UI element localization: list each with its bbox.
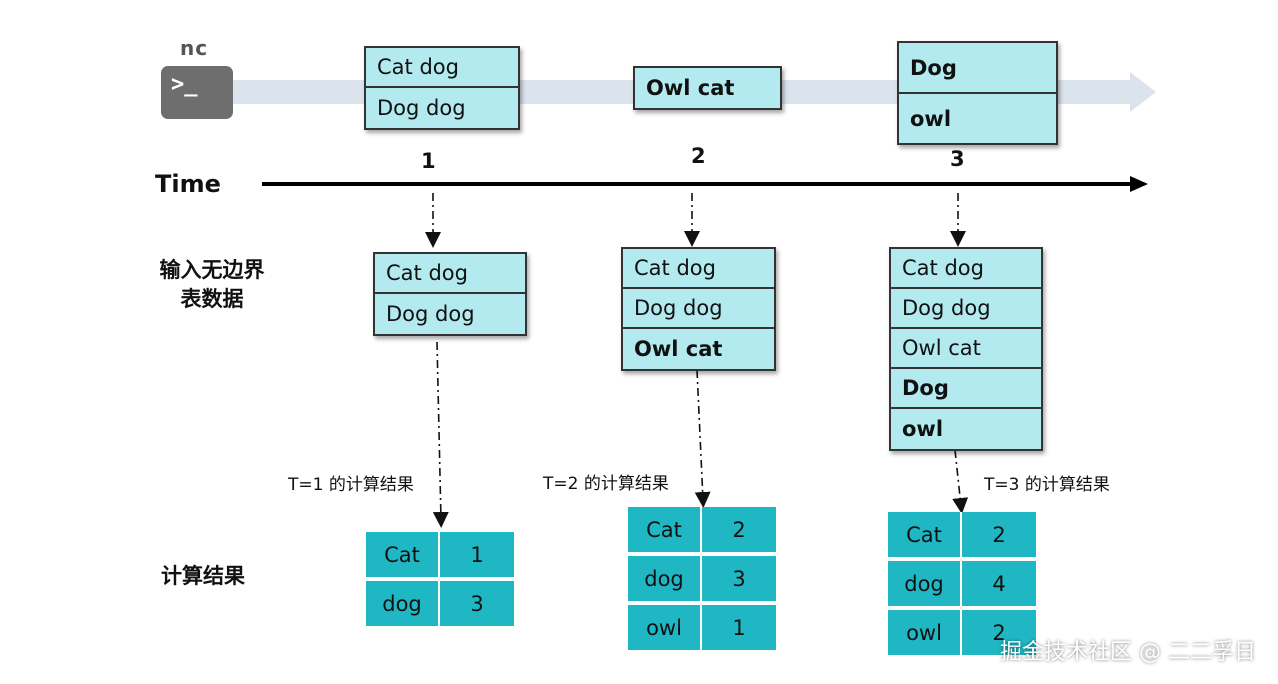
unbounded-table-label: 输入无边界 表数据 [152, 256, 272, 314]
result-row: owl 2 [888, 610, 1036, 655]
result-caption-3: T=3 的计算结果 [984, 475, 1110, 495]
result-caption-2: T=2 的计算结果 [543, 474, 669, 494]
result-row: Cat 2 [888, 512, 1036, 557]
result-row: owl 1 [628, 605, 776, 650]
stream-record: Cat dog [366, 48, 518, 88]
tick-3: 3 [950, 147, 965, 171]
watermark: 掘金技术社区 @ 二二孚日 [1000, 640, 1256, 665]
table-record: Dog [891, 369, 1041, 409]
stream-record: owl [910, 106, 952, 131]
table-snapshot-3: Cat dog Dog dog Owl cat Dog owl [889, 247, 1043, 451]
result-key: Cat [366, 532, 440, 577]
tick-2: 2 [691, 144, 706, 168]
result-row: dog 3 [628, 556, 776, 601]
table-record: Dog dog [386, 302, 475, 326]
result-count: 4 [962, 561, 1036, 606]
result-key: dog [628, 556, 702, 601]
result-key: dog [888, 561, 962, 606]
result-table-1: Cat 1 dog 3 [366, 532, 514, 630]
result-table-3: Cat 2 dog 4 owl 2 [888, 512, 1036, 659]
result-count: 2 [962, 610, 1036, 655]
result-caption-1: T=1 的计算结果 [288, 475, 414, 495]
result-row: dog 3 [366, 581, 514, 626]
stream-record: Dog [899, 43, 1056, 94]
unbounded-table-label-line1: 输入无边界 [159, 258, 265, 282]
result-key: Cat [628, 507, 702, 552]
table-record: owl [902, 417, 944, 441]
tick-1: 1 [421, 149, 436, 173]
result-row: dog 4 [888, 561, 1036, 606]
result-count: 2 [702, 507, 776, 552]
table-record: Dog dog [623, 289, 774, 329]
result-key: owl [628, 605, 702, 650]
result-count: 1 [702, 605, 776, 650]
result-row: Cat 1 [366, 532, 514, 577]
result-count: 3 [702, 556, 776, 601]
stream-batch-3: Dog owl [897, 41, 1058, 145]
result-key: Cat [888, 512, 962, 557]
result-row: Cat 2 [628, 507, 776, 552]
arrow-t2-result [694, 369, 711, 508]
result-table-2: Cat 2 dog 3 owl 1 [628, 507, 776, 654]
source-label: nc [180, 36, 209, 60]
table-record: Owl cat [891, 329, 1041, 369]
result-count: 2 [962, 512, 1036, 557]
result-count: 1 [440, 532, 514, 577]
stream-record: Owl cat [646, 76, 735, 100]
terminal-icon: >_ [161, 66, 233, 119]
table-record: Cat dog [623, 249, 774, 289]
stream-batch-1: Cat dog Dog dog [364, 46, 520, 130]
table-record: Cat dog [891, 249, 1041, 289]
table-snapshot-2: Cat dog Dog dog Owl cat [621, 247, 776, 371]
stream-record: Dog dog [377, 96, 466, 120]
table-record: Owl cat [634, 337, 723, 361]
terminal-prompt: >_ [171, 72, 198, 97]
result-key: dog [366, 581, 440, 626]
arrow-t3-result [952, 449, 969, 514]
table-record: Dog dog [891, 289, 1041, 329]
time-axis-head [1130, 176, 1148, 192]
result-key: owl [888, 610, 962, 655]
time-label: Time [155, 170, 221, 198]
result-count: 3 [440, 581, 514, 626]
stream-batch-2: Owl cat [633, 66, 782, 110]
arrow-t1-result [432, 341, 449, 528]
table-snapshot-1: Cat dog Dog dog [373, 252, 527, 336]
table-record: Cat dog [375, 254, 525, 294]
results-label: 计算结果 [161, 564, 245, 588]
unbounded-table-label-line2: 表数据 [180, 287, 244, 311]
